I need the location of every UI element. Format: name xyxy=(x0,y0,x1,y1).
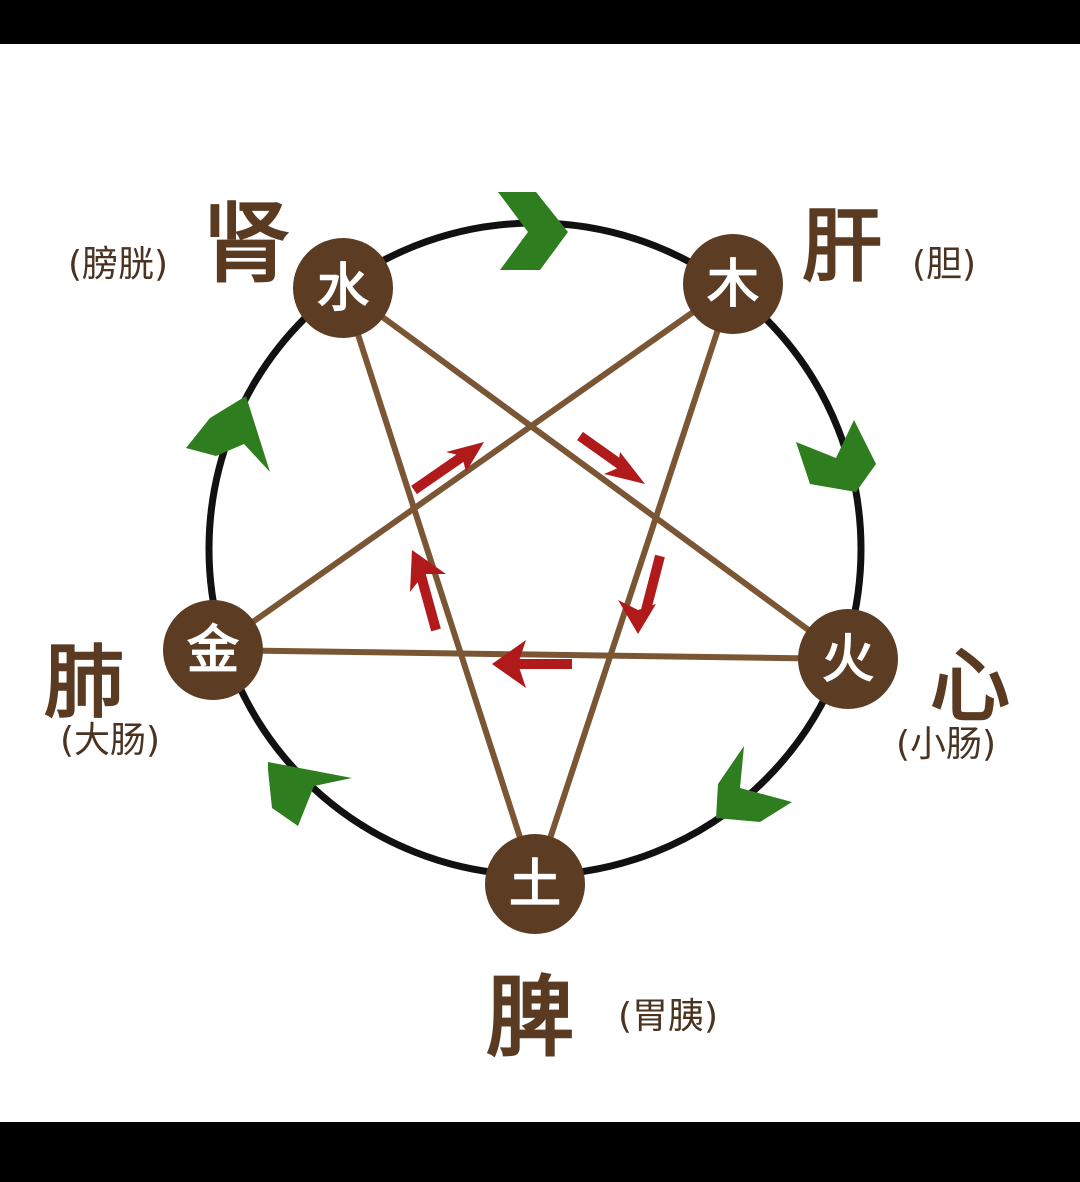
generating-arrow-earth-metal xyxy=(268,762,352,826)
node-wood-circle xyxy=(683,234,783,334)
bottom-bar xyxy=(0,1122,1080,1182)
generating-arrows xyxy=(186,192,876,826)
node-water-circle xyxy=(293,238,393,338)
element-label-wood: 木 xyxy=(707,255,759,315)
node-metal-circle xyxy=(163,600,263,700)
star-line-wood-earth xyxy=(532,283,736,885)
star-line-metal-wood xyxy=(211,281,735,653)
organ-label-fire: 心 xyxy=(930,639,1010,733)
star-lines xyxy=(211,281,850,885)
element-label-fire: 火 xyxy=(822,630,874,690)
controlling-arrow-water-fire xyxy=(577,431,645,484)
organ-label-wood: 肝 xyxy=(802,199,882,293)
star-line-fire-metal xyxy=(212,647,849,662)
node-fire-circle xyxy=(798,609,898,709)
element-nodes: 水肾 (膀胱) 木肝 (胆) 火心(小肠) 土脾 (胃胰) 金 肺(大肠) xyxy=(44,191,1010,1069)
paired-organ-label-metal: (大肠) xyxy=(60,720,160,761)
paired-organ-label-earth: (胃胰) xyxy=(618,996,718,1037)
organ-label-water: 肾 xyxy=(202,191,290,295)
element-label-earth: 土 xyxy=(509,855,561,915)
controlling-arrows xyxy=(410,431,665,688)
controlling-arrow-fire-metal xyxy=(492,640,572,688)
node-earth: 土脾 (胃胰) xyxy=(485,834,718,1069)
node-water: 水肾 (膀胱) xyxy=(68,191,393,338)
diagram-canvas: 水肾 (膀胱) 木肝 (胆) 火心(小肠) 土脾 (胃胰) 金 肺(大肠) xyxy=(0,44,1080,1122)
node-fire: 火心(小肠) xyxy=(798,609,1010,765)
generating-arrow-water-wood xyxy=(498,192,568,270)
node-wood: 木肝 (胆) xyxy=(683,199,976,334)
controlling-arrow-earth-water xyxy=(410,550,446,632)
node-earth-circle xyxy=(485,834,585,934)
element-label-water: 水 xyxy=(317,259,370,319)
generating-arrow-fire-earth xyxy=(716,746,792,822)
controlling-arrow-metal-wood xyxy=(411,442,484,495)
paired-organ-label-fire: (小肠) xyxy=(896,724,996,765)
organ-label-metal: 肺 xyxy=(44,635,124,729)
star-line-water-fire xyxy=(341,285,850,662)
paired-organ-label-water: (膀胱) xyxy=(68,244,168,285)
controlling-arrow-wood-earth xyxy=(618,554,665,634)
star-line-earth-water xyxy=(340,287,538,885)
generating-arrow-metal-water xyxy=(186,396,270,472)
organ-label-earth: 脾 xyxy=(486,965,574,1069)
generating-arrow-wood-fire xyxy=(796,420,876,492)
node-metal: 金 肺(大肠) xyxy=(44,600,263,761)
top-bar xyxy=(0,0,1080,44)
paired-organ-label-wood: (胆) xyxy=(912,244,976,285)
element-label-metal: 金 xyxy=(186,621,240,681)
five-elements-diagram: 水肾 (膀胱) 木肝 (胆) 火心(小肠) 土脾 (胃胰) 金 肺(大肠) xyxy=(44,191,1010,1069)
